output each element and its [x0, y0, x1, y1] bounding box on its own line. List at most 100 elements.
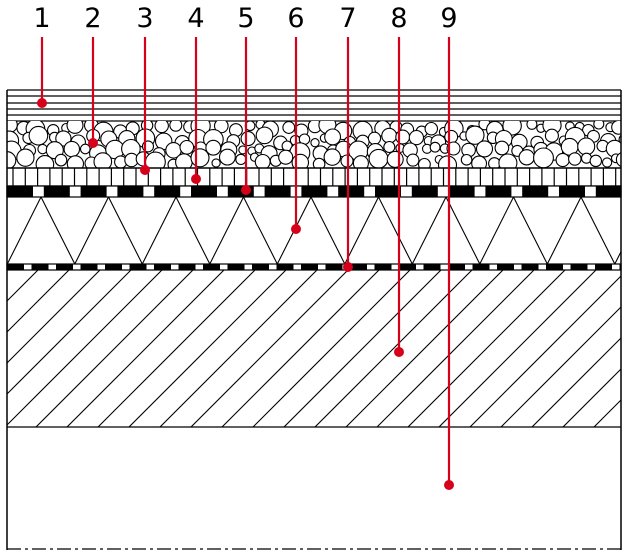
callout-marker-4: [191, 174, 201, 184]
gravel-stone: [615, 152, 621, 168]
gravel-stone: [235, 153, 247, 166]
gravel-stone: [429, 141, 441, 153]
gravel-stone: [383, 140, 396, 154]
gravel-stone: [424, 121, 439, 136]
slab-hatch-line: [221, 270, 380, 427]
strip-block: [595, 186, 621, 197]
layer-2-gravel: [7, 119, 628, 168]
strip-block: [521, 264, 539, 270]
strip-block: [252, 264, 269, 270]
gravel-stone: [35, 155, 55, 168]
strip-block: [338, 186, 365, 197]
strip-block: [595, 264, 612, 270]
callout-number-3: 3: [136, 3, 153, 34]
gravel-stone: [310, 138, 320, 148]
callout-number-9: 9: [440, 3, 457, 34]
strip-block: [80, 264, 98, 270]
strip-block: [448, 186, 475, 197]
gravel-stone: [417, 157, 431, 168]
strip-block: [191, 186, 217, 197]
slab-hatch-line: [438, 270, 597, 427]
gravel-stone: [323, 148, 342, 166]
gravel-stone: [211, 158, 221, 168]
layer-6-insulation: [7, 197, 621, 264]
layer-3-battens: [12, 168, 617, 186]
gravel-stone: [494, 140, 510, 156]
gravel-stone: [63, 140, 81, 158]
callout-number-4: 4: [187, 3, 204, 34]
gravel-stone: [54, 153, 68, 167]
layer-1-top-membranes: [7, 89, 621, 122]
gravel-stone: [7, 121, 18, 133]
callout-marker-1: [37, 98, 47, 108]
slab-hatch-line: [500, 306, 621, 427]
gravel-stone: [28, 125, 49, 146]
gravel-stone: [408, 129, 425, 146]
gravel-stone: [611, 121, 621, 135]
gravel-stone: [7, 151, 17, 168]
slab-hatch-line: [7, 270, 70, 333]
slab-hatch-line: [7, 270, 39, 302]
slab-hatch-line: [283, 270, 442, 427]
gravel-stone: [324, 128, 342, 146]
slab-hatch-line: [128, 270, 287, 427]
callout-marker-8: [394, 347, 404, 357]
gravel-stone: [526, 121, 538, 130]
gravel-stone: [190, 148, 210, 168]
gravel-stone: [169, 121, 183, 132]
callout-marker-2: [88, 138, 98, 148]
slab-hatch-line: [376, 270, 535, 427]
gravel-stone: [622, 119, 628, 136]
gravel-stone: [255, 126, 274, 145]
gravel-stone: [368, 148, 389, 168]
strip-block: [497, 264, 514, 270]
slab-hatch-line: [469, 275, 621, 427]
slab-hatch-line: [407, 270, 566, 427]
strip-block: [485, 186, 512, 197]
strip-block: [178, 264, 196, 270]
strip-block: [203, 264, 220, 270]
gravel-stone: [352, 155, 369, 168]
strip-block: [129, 264, 147, 270]
gravel-stone: [312, 157, 326, 168]
gravel-stone: [16, 148, 35, 167]
gravel-stone: [465, 125, 485, 145]
strip-block: [56, 264, 73, 270]
slab-hatch-line: [593, 399, 621, 427]
strip-block: [105, 264, 122, 270]
strip-block: [80, 186, 107, 197]
slab-hatch-line: [314, 270, 473, 427]
gravel-stone: [213, 121, 229, 134]
callout-number-8: 8: [390, 3, 407, 34]
section-side-borders: [6, 90, 622, 550]
slab-hatch-line: [35, 270, 194, 427]
slab-hatch-line: [190, 270, 349, 427]
strip-block: [301, 264, 318, 270]
gravel-stone: [471, 155, 488, 168]
gravel-stone: [593, 121, 605, 130]
strip-block: [350, 264, 367, 270]
strip-block: [117, 186, 144, 197]
gravel-stone: [254, 153, 271, 168]
gravel-stone: [555, 152, 570, 168]
gravel-stone: [240, 131, 256, 147]
strip-block: [227, 186, 254, 197]
gravel-stone: [66, 121, 84, 134]
gravel-stone: [406, 153, 420, 167]
gravel-stone: [93, 152, 113, 168]
gravel-stone: [498, 153, 518, 168]
gravel-stone: [179, 139, 195, 155]
callout-number-5: 5: [237, 3, 254, 34]
gravel-stone: [66, 155, 85, 168]
strip-block: [325, 264, 343, 270]
insulation-zigzag: [7, 197, 621, 264]
gravel-stone: [154, 121, 169, 134]
gravel-stone: [601, 157, 613, 168]
callout-marker-9: [444, 480, 454, 490]
strip-block: [154, 264, 171, 270]
slab-hatch-line: [252, 270, 411, 427]
strip-block: [472, 264, 490, 270]
gravel-stone: [446, 141, 461, 156]
strip-block: [399, 264, 416, 270]
gravel-stone: [386, 150, 404, 168]
